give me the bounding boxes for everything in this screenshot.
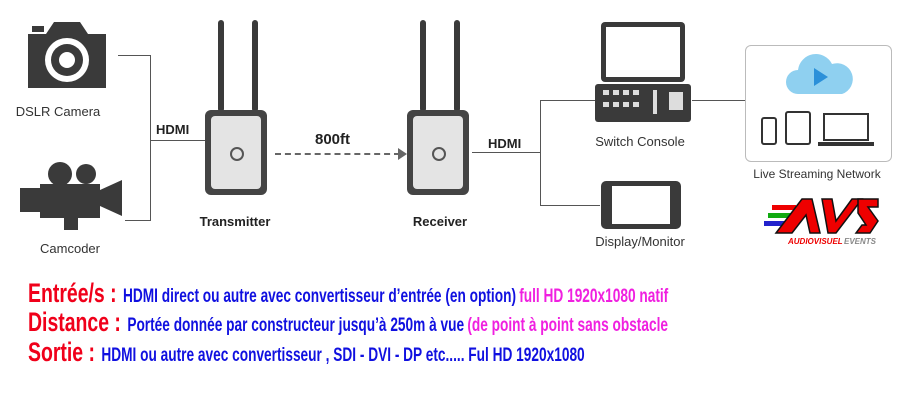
receiver-label: Receiver xyxy=(412,214,468,229)
camera-icon xyxy=(28,22,106,88)
wireless-link xyxy=(275,153,400,155)
dslr-camera-label: DSLR Camera xyxy=(15,104,101,119)
spec-row-distance: Distance : Portée donnée par constructeu… xyxy=(28,307,668,338)
live-streaming-label: Live Streaming Network xyxy=(753,167,881,181)
spec-extra: full HD 1920x1080 natif xyxy=(519,286,669,307)
svg-text:EVENTS: EVENTS xyxy=(844,237,877,246)
display-monitor-label: Display/Monitor xyxy=(595,234,685,249)
display-monitor-icon xyxy=(601,181,681,229)
camcoder-label: Camcoder xyxy=(40,241,100,256)
arrow-icon xyxy=(398,148,407,160)
hdmi-output-label: HDMI xyxy=(488,136,522,151)
spec-value: HDMI ou autre avec convertisseur , SDI -… xyxy=(101,345,585,366)
spec-row-output: Sortie : HDMI ou autre avec convertisseu… xyxy=(28,337,585,368)
spec-row-input: Entrée/s : HDMI direct ou autre avec con… xyxy=(28,278,668,309)
transmitter-label: Transmitter xyxy=(199,214,271,229)
avs-logo: AUDIOVISUEL EVENTS xyxy=(764,198,879,246)
hdmi-input-label: HDMI xyxy=(156,122,190,137)
svg-text:AUDIOVISUEL: AUDIOVISUEL xyxy=(787,237,843,246)
spec-extra: (de point à point sans obstacle xyxy=(467,315,668,336)
switch-console-label: Switch Console xyxy=(595,134,685,149)
spec-key: Distance : xyxy=(28,307,121,337)
devices-icon xyxy=(761,111,874,146)
spec-key: Entrée/s : xyxy=(28,278,117,308)
live-streaming-box xyxy=(745,45,892,162)
spec-key: Sortie : xyxy=(28,337,95,367)
transmitter-device xyxy=(205,20,270,198)
camcorder-icon xyxy=(20,162,122,230)
cloud-play-icon xyxy=(786,54,853,94)
spec-value: Portée donnée par constructeur jusqu’à 2… xyxy=(127,315,465,336)
distance-label: 800ft xyxy=(315,131,351,148)
switch-console-icon xyxy=(595,22,691,122)
receiver-device xyxy=(407,20,472,198)
spec-value: HDMI direct ou autre avec convertisseur … xyxy=(122,286,517,307)
